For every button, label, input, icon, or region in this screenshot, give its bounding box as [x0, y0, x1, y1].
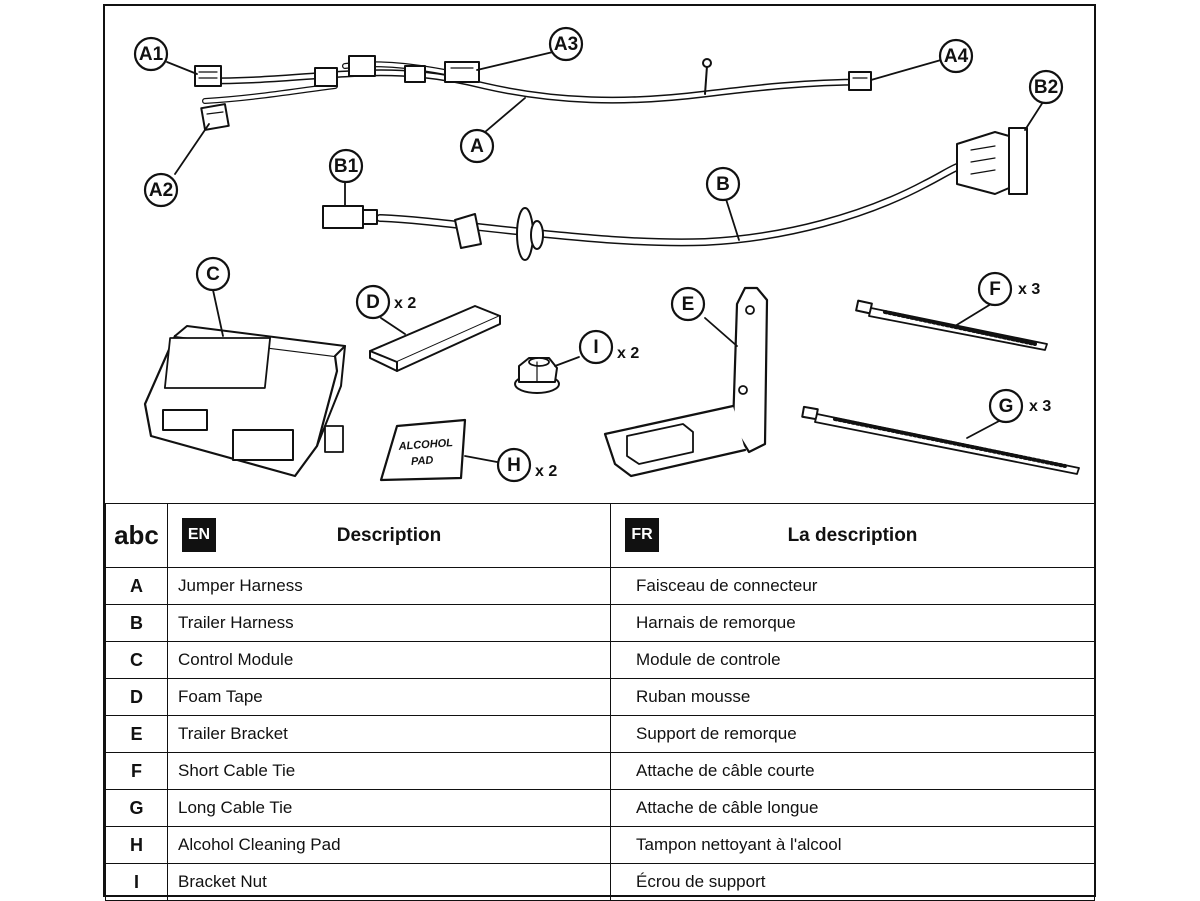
- parts-table-header: abc EN Description FR La description: [105, 503, 1095, 568]
- row-code: D: [105, 678, 168, 716]
- short-cable-tie-drawing: [855, 299, 1048, 351]
- row-code: A: [105, 567, 168, 605]
- callout-f: F: [989, 279, 1001, 300]
- quantity-h: x 2: [535, 463, 557, 480]
- row-en-description: Long Cable Tie: [167, 789, 611, 827]
- row-code: B: [105, 604, 168, 642]
- callout-h: H: [507, 455, 521, 476]
- table-row: E Trailer Bracket Support de remorque: [105, 715, 1095, 753]
- control-module-drawing: [143, 325, 346, 478]
- row-en-description: Short Cable Tie: [167, 752, 611, 790]
- table-row: G Long Cable Tie Attache de câble longue: [105, 789, 1095, 827]
- en-header: EN Description: [167, 503, 611, 568]
- row-en-description: Control Module: [167, 641, 611, 679]
- parts-illustration: ALCOHOL PAD: [105, 6, 1094, 503]
- bracket-nut-drawing: [514, 357, 560, 394]
- table-row: B Trailer Harness Harnais de remorque: [105, 604, 1095, 642]
- row-code: G: [105, 789, 168, 827]
- jumper-harness-drawing: [194, 55, 872, 131]
- callout-e: E: [682, 294, 695, 315]
- row-en-description: Trailer Bracket: [167, 715, 611, 753]
- quantity-i: x 2: [617, 345, 639, 362]
- callout-c: C: [206, 264, 220, 285]
- table-row: I Bracket Nut Écrou de support: [105, 863, 1095, 901]
- trailer-harness-drawing: [322, 127, 1028, 261]
- quantity-d: x 2: [394, 295, 416, 312]
- row-code: I: [105, 863, 168, 901]
- en-header-title: Description: [336, 524, 442, 546]
- row-en-description: Jumper Harness: [167, 567, 611, 605]
- callout-g: G: [999, 396, 1014, 417]
- abc-header: abc: [105, 503, 168, 568]
- kit-contents-frame: ALCOHOL PAD: [103, 4, 1096, 901]
- row-en-description: Bracket Nut: [167, 863, 611, 901]
- trailer-bracket-drawing: [603, 286, 769, 478]
- callout-a4: A4: [944, 46, 969, 67]
- row-code: F: [105, 752, 168, 790]
- table-row: D Foam Tape Ruban mousse: [105, 678, 1095, 716]
- callout-b1: B1: [334, 156, 359, 177]
- quantity-labels: x 2 x 2 x 3 x 3 x 2: [394, 281, 1051, 480]
- callout-b2: B2: [1034, 77, 1058, 98]
- parts-table: abc EN Description FR La description A J…: [105, 503, 1095, 901]
- leader-lines: [166, 51, 1044, 463]
- long-cable-tie-drawing: [801, 405, 1080, 475]
- alcohol-pad-line-2: PAD: [411, 454, 434, 468]
- callout-d: D: [366, 292, 380, 313]
- callout-a3: A3: [554, 34, 578, 55]
- row-fr-description: Module de controle: [610, 641, 1095, 679]
- row-en-description: Trailer Harness: [167, 604, 611, 642]
- row-fr-description: Ruban mousse: [610, 678, 1095, 716]
- row-en-description: Foam Tape: [167, 678, 611, 716]
- row-fr-description: Support de remorque: [610, 715, 1095, 753]
- callout-b: B: [716, 174, 730, 195]
- row-code: C: [105, 641, 168, 679]
- table-row: C Control Module Module de controle: [105, 641, 1095, 679]
- row-fr-description: Attache de câble courte: [610, 752, 1095, 790]
- quantity-f: x 3: [1018, 281, 1040, 298]
- callout-circles: [133, 26, 1064, 483]
- alcohol-pad-drawing: ALCOHOL PAD: [379, 418, 467, 482]
- table-row: F Short Cable Tie Attache de câble court…: [105, 752, 1095, 790]
- callout-i: I: [593, 337, 598, 358]
- callout-a: A: [470, 136, 484, 157]
- alcohol-pad-line-1: ALCOHOL: [397, 437, 453, 453]
- row-fr-description: Faisceau de connecteur: [610, 567, 1095, 605]
- row-en-description: Alcohol Cleaning Pad: [167, 826, 611, 864]
- row-fr-description: Écrou de support: [610, 863, 1095, 901]
- row-code: H: [105, 826, 168, 864]
- callout-a2: A2: [149, 180, 173, 201]
- foam-tape-drawing: [369, 305, 501, 372]
- row-fr-description: Tampon nettoyant à l'alcool: [610, 826, 1095, 864]
- row-fr-description: Harnais de remorque: [610, 604, 1095, 642]
- table-row: A Jumper Harness Faisceau de connecteur: [105, 567, 1095, 605]
- fr-header: FR La description: [610, 503, 1095, 568]
- row-fr-description: Attache de câble longue: [610, 789, 1095, 827]
- callout-labels: A1 A2 A3 A4 A B2 B1 B C D I E F G H: [139, 34, 1058, 476]
- quantity-g: x 3: [1029, 398, 1051, 415]
- callout-a1: A1: [139, 44, 164, 65]
- fr-badge: FR: [625, 518, 659, 552]
- en-badge: EN: [182, 518, 216, 552]
- table-row: H Alcohol Cleaning Pad Tampon nettoyant …: [105, 826, 1095, 864]
- fr-header-title: La description: [787, 524, 918, 546]
- row-code: E: [105, 715, 168, 753]
